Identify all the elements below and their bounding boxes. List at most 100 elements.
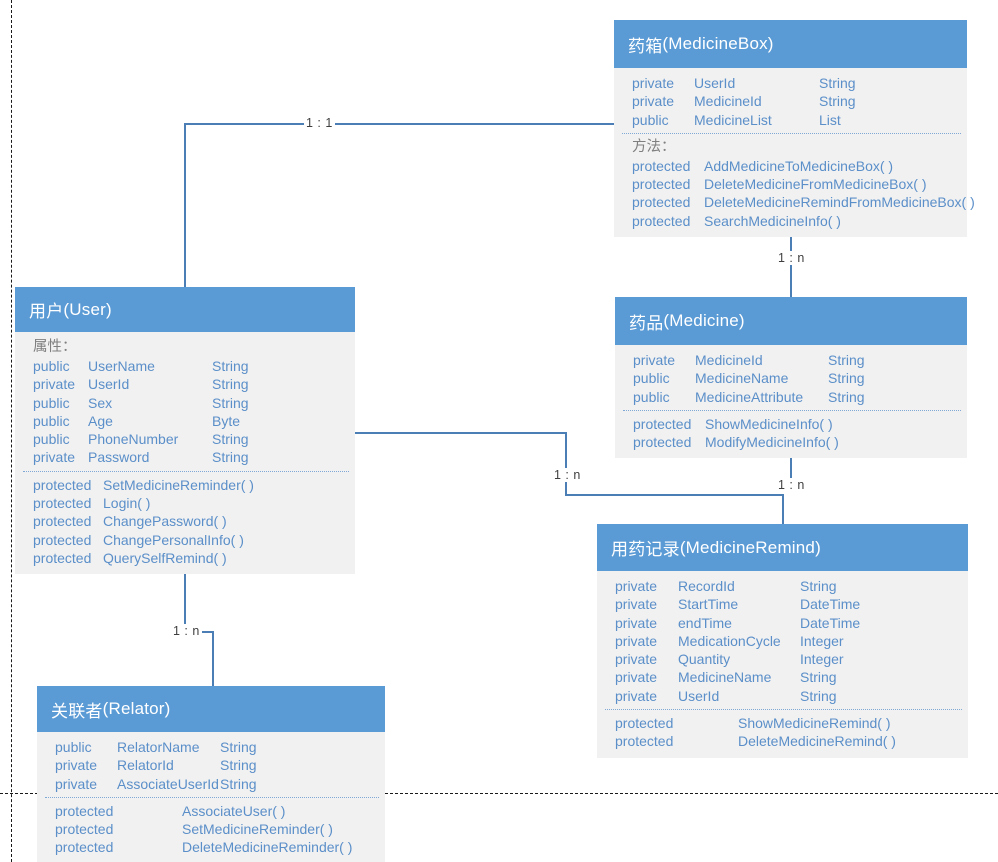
attribute-row: private MedicineId String bbox=[615, 351, 967, 369]
attribute-row: private RelatorId String bbox=[37, 756, 385, 774]
attribute-visibility: private bbox=[615, 614, 658, 631]
method-visibility: protected bbox=[632, 176, 691, 193]
class-title-cn-medicinebox: 药箱 bbox=[628, 36, 663, 56]
class-box-medicinebox[interactable]: 药箱(MedicineBox) private UserId String pr… bbox=[614, 20, 975, 238]
class-title-en-user: (User) bbox=[63, 299, 112, 319]
class-body-user: 属性： public UserName String private UserI… bbox=[15, 332, 355, 574]
class-body-relator: public RelatorName String private Relato… bbox=[37, 732, 385, 862]
attribute-name: MedicineId bbox=[694, 93, 762, 110]
attribute-visibility: private bbox=[615, 669, 658, 686]
attribute-type: String bbox=[212, 358, 249, 374]
method-row: protected QuerySelfRemind( ) bbox=[15, 549, 355, 567]
attribute-row: private MedicationCycle Integer bbox=[597, 632, 968, 650]
attribute-row: public UserName String bbox=[15, 357, 355, 375]
attribute-type: Byte bbox=[212, 412, 241, 429]
class-box-medicine[interactable]: 药品(Medicine) private MedicineId String p… bbox=[615, 297, 967, 459]
attribute-type: String bbox=[220, 757, 257, 774]
attribute-visibility: public bbox=[33, 431, 70, 448]
method-visibility: protected bbox=[33, 495, 92, 512]
attribute-type: String bbox=[220, 739, 257, 755]
method-signature: ModifyMedicineInfo( ) bbox=[705, 434, 839, 451]
attributes-section-label: 属性： bbox=[33, 339, 77, 355]
attribute-row: public PhoneNumber String bbox=[15, 430, 355, 448]
multiplicity-user-relator: 1 : n bbox=[171, 624, 202, 638]
method-row: protected DeleteMedicineFromMedicineBox(… bbox=[614, 175, 967, 193]
method-row: protected Login( ) bbox=[15, 494, 355, 512]
method-signature: Login( ) bbox=[103, 495, 151, 512]
class-box-relator[interactable]: 关联者(Relator) public RelatorName String p… bbox=[37, 686, 385, 862]
attribute-row: private UserId String bbox=[15, 375, 355, 393]
class-header-medicine: 药品(Medicine) bbox=[615, 297, 967, 345]
page-margin-guide-vertical bbox=[11, 0, 12, 862]
class-body-medicineremind: private RecordId String private StartTim… bbox=[597, 571, 968, 758]
method-visibility: protected bbox=[633, 434, 692, 451]
multiplicity-user-medicinebox: 1 : 1 bbox=[304, 116, 335, 130]
attribute-type: Integer bbox=[800, 632, 844, 649]
attribute-visibility: private bbox=[55, 757, 98, 774]
attribute-visibility: private bbox=[615, 596, 658, 613]
method-row: protected DeleteMedicineRemindFromMedici… bbox=[614, 193, 975, 211]
attribute-visibility: private bbox=[55, 775, 98, 792]
attribute-row: private RecordId String bbox=[597, 577, 968, 595]
attribute-row: private UserId String bbox=[614, 74, 967, 92]
method-signature: SearchMedicineInfo( ) bbox=[704, 212, 841, 229]
method-visibility: protected bbox=[33, 476, 92, 493]
attribute-visibility: public bbox=[33, 412, 70, 429]
attribute-type: String bbox=[828, 388, 865, 405]
class-section-divider bbox=[23, 470, 349, 472]
attribute-type: DateTime bbox=[800, 596, 861, 613]
class-title-cn-relator: 关联者 bbox=[51, 701, 103, 721]
attribute-visibility: private bbox=[615, 632, 658, 649]
method-signature: ShowMedicineRemind( ) bbox=[738, 715, 891, 732]
class-section-divider bbox=[45, 796, 379, 798]
connector-user-medicineremind-v1 bbox=[565, 432, 567, 495]
attribute-type: String bbox=[828, 370, 865, 387]
attribute-name: MedicineName bbox=[678, 669, 772, 686]
attribute-row: private Quantity Integer bbox=[597, 650, 968, 668]
attribute-name: StartTime bbox=[678, 596, 739, 613]
class-title-en-relator: (Relator) bbox=[102, 699, 171, 718]
method-signature: DeleteMedicineRemindFromMedicineBox( ) bbox=[704, 194, 975, 211]
attribute-name: PhoneNumber bbox=[88, 431, 179, 448]
attribute-visibility: private bbox=[633, 352, 676, 368]
method-row: protected DeleteMedicineReminder( ) bbox=[37, 838, 385, 856]
attribute-type: String bbox=[212, 449, 249, 466]
attribute-name: endTime bbox=[678, 614, 732, 631]
method-row: protected SearchMedicineInfo( ) bbox=[614, 212, 967, 230]
class-section-divider bbox=[622, 132, 961, 134]
attribute-name: AssociateUserId bbox=[117, 775, 219, 792]
connector-user-medicineremind-v2 bbox=[782, 494, 784, 525]
class-box-user[interactable]: 用户(User) 属性： public UserName String priv… bbox=[15, 287, 355, 575]
method-visibility: protected bbox=[615, 733, 674, 750]
class-title-cn-medicine: 药品 bbox=[629, 313, 664, 333]
class-box-medicineremind[interactable]: 用药记录(MedicineRemind) private RecordId St… bbox=[597, 524, 968, 758]
method-visibility: protected bbox=[33, 549, 92, 566]
attribute-type: String bbox=[800, 687, 837, 704]
class-title-cn-medicineremind: 用药记录 bbox=[611, 540, 680, 559]
attribute-name: MedicineName bbox=[695, 370, 789, 387]
method-signature: SetMedicineReminder( ) bbox=[103, 476, 254, 493]
class-section-divider bbox=[623, 409, 961, 411]
attribute-type: String bbox=[220, 775, 257, 792]
attribute-visibility: private bbox=[632, 93, 675, 110]
class-body-medicine: private MedicineId String public Medicin… bbox=[615, 345, 967, 458]
attribute-visibility: private bbox=[615, 578, 658, 594]
attribute-visibility: private bbox=[615, 687, 658, 704]
method-row: protected SetMedicineReminder( ) bbox=[15, 476, 355, 494]
method-signature: ShowMedicineInfo( ) bbox=[705, 415, 833, 432]
method-row: protected DeleteMedicineRemind( ) bbox=[597, 732, 968, 750]
method-visibility: protected bbox=[55, 821, 114, 838]
attribute-visibility: private bbox=[33, 449, 76, 466]
class-section-divider bbox=[605, 709, 962, 711]
connector-user-medicineremind-h1 bbox=[355, 432, 566, 434]
method-row: protected ShowMedicineInfo( ) bbox=[615, 415, 967, 433]
method-signature: SetMedicineReminder( ) bbox=[182, 821, 333, 838]
method-signature: DeleteMedicineFromMedicineBox( ) bbox=[704, 176, 927, 193]
attribute-type: String bbox=[212, 394, 249, 411]
class-title-en-medicine: (Medicine) bbox=[663, 311, 745, 330]
connector-user-medicineremind-h2 bbox=[565, 494, 783, 496]
attribute-type: String bbox=[819, 75, 856, 91]
attribute-visibility: public bbox=[632, 111, 669, 128]
attribute-name: UserId bbox=[694, 75, 736, 91]
